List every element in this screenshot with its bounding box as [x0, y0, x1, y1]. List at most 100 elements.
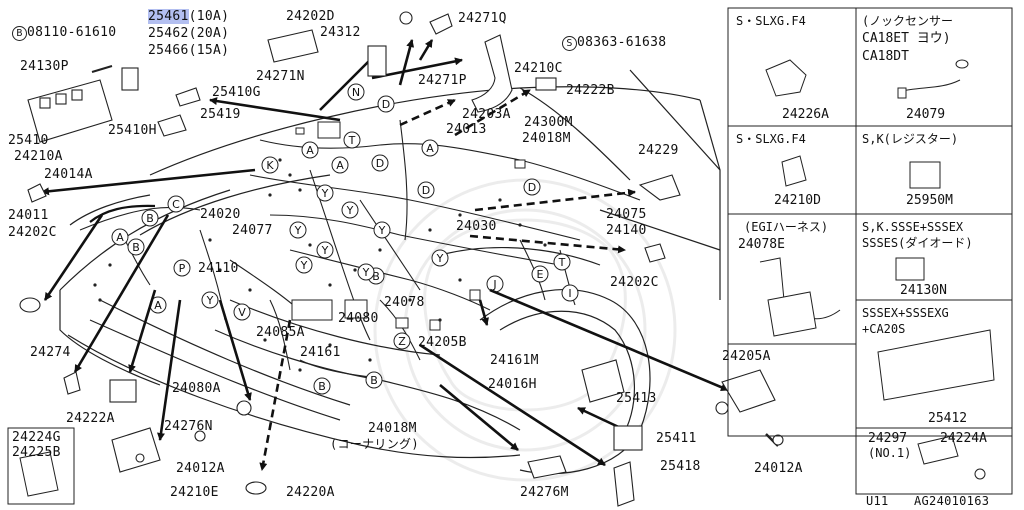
part-24011: 24011 — [8, 208, 49, 223]
callout-circle — [201, 291, 219, 309]
part-24225B: 24225B — [12, 445, 61, 460]
callout-circle — [523, 178, 541, 196]
callout-circle — [316, 184, 334, 202]
footer-page: U11 — [866, 494, 889, 508]
part-08363-61638: 08363-61638 — [577, 35, 667, 50]
part-24276M: 24276M — [520, 485, 569, 500]
part-24276N: 24276N — [164, 419, 213, 434]
part-24224G: 24224G — [12, 430, 61, 445]
part-25461: 25461(10A) — [148, 9, 230, 24]
connector-stubs — [291, 121, 526, 331]
part-24274: 24274 — [30, 345, 71, 360]
part-24012A-right: 24012A — [754, 461, 803, 476]
panel-sssex-part: 24130N — [900, 283, 947, 298]
panel-slxg2-part: 24210D — [774, 193, 821, 208]
part-24220A: 24220A — [286, 485, 335, 500]
panel-knock-part: 24079 — [906, 107, 946, 122]
callout-circle — [127, 238, 145, 256]
callout-circle — [331, 156, 349, 174]
variant-panels — [7, 7, 1013, 505]
callout-circle — [421, 139, 439, 157]
part-25461-rating: (10A) — [188, 9, 230, 24]
callout-letter: N — [352, 86, 360, 99]
part-25411: 25411 — [656, 431, 697, 446]
part-24210A: 24210A — [14, 149, 63, 164]
part-24203A: 24203A — [462, 107, 511, 122]
callout-circle — [531, 265, 549, 283]
panel-sssex-title2: SSSES(ダイオード) — [862, 236, 973, 250]
part-24085A: 24085A — [256, 325, 305, 340]
callout-letter: P — [179, 262, 186, 275]
part-25461-number: 25461 — [148, 9, 189, 24]
callout-letter: A — [154, 299, 162, 312]
callout-letter: B — [318, 380, 326, 393]
part-24205B: 24205B — [418, 335, 467, 350]
part-25462: 25462(20A) — [148, 26, 230, 41]
callout-letter: E — [537, 268, 544, 281]
part-24013: 24013 — [446, 122, 487, 137]
panel-egi-part: 24078E — [738, 237, 785, 252]
panel-reg-part: 25950M — [906, 193, 953, 208]
part-08110-61610: 08110-61610 — [27, 25, 117, 40]
callout-circle — [301, 141, 319, 159]
callout-circle — [373, 221, 391, 239]
callout-letter: J — [492, 278, 496, 291]
part-24018M-note: (コーナリング) — [330, 437, 419, 451]
footer-code: AG24010163 — [914, 494, 990, 508]
callout-circle — [365, 371, 383, 389]
part-24222A: 24222A — [66, 411, 115, 426]
part-24222B: 24222B — [566, 83, 615, 98]
callout-circle — [295, 256, 313, 274]
callout-letter: Z — [398, 335, 406, 348]
callout-letter: B — [146, 212, 154, 225]
callout-circle — [553, 253, 571, 271]
b-mark-circle: B — [12, 26, 27, 41]
callout-letter: Y — [362, 266, 370, 279]
callout-letter: Y — [321, 244, 329, 257]
callout-letter: K — [266, 159, 274, 172]
harness-wires — [79, 119, 641, 379]
part-25410: 25410 — [8, 133, 49, 148]
part-25410G: 25410G — [212, 85, 261, 100]
callout-circle — [261, 156, 279, 174]
part-24077: 24077 — [232, 223, 273, 238]
callout-letter: Y — [206, 294, 214, 307]
part-25466: 25466(15A) — [148, 43, 230, 58]
part-24080A: 24080A — [172, 381, 221, 396]
callout-circle — [111, 228, 129, 246]
panel-egi-title: (EGIハーネス) — [744, 220, 829, 234]
part-24210C: 24210C — [514, 61, 563, 76]
callout-circle — [233, 303, 251, 321]
part-24030: 24030 — [456, 219, 497, 234]
part-24016H: 24016H — [488, 377, 537, 392]
part-24014A: 24014A — [44, 167, 93, 182]
callout-letter: A — [306, 144, 314, 157]
part-24018M-bottom: 24018M — [368, 421, 417, 436]
pin-dots — [93, 158, 547, 372]
panel-ca20s-title1: SSSEX+SSSEXG — [862, 306, 949, 320]
callout-circle — [393, 332, 411, 350]
callout-letter: Y — [378, 224, 386, 237]
callout-circle — [141, 209, 159, 227]
callout-letter: B — [132, 241, 140, 254]
part-24110: 24110 — [198, 261, 239, 276]
panel-part-sketches — [19, 59, 995, 497]
part-24300M: 24300M — [524, 115, 573, 130]
part-24078: 24078 — [384, 295, 425, 310]
callout-letter: D — [382, 98, 390, 111]
panel-sssex-title1: S,K.SSSE+SSSEX — [862, 220, 964, 234]
part-25418: 25418 — [660, 459, 701, 474]
part-24271P: 24271P — [418, 73, 467, 88]
part-24312: 24312 — [320, 25, 361, 40]
callout-letter: A — [116, 231, 124, 244]
panel-knock-title3: CA18DT — [862, 49, 909, 64]
panel-ca20s-part: 25412 — [928, 411, 968, 426]
callout-circle — [173, 259, 191, 277]
callout-circle — [167, 195, 185, 213]
callout-circle — [371, 154, 389, 172]
panel-slxg2-title: S・SLXG.F4 — [736, 132, 806, 146]
callout-letter: B — [370, 374, 378, 387]
